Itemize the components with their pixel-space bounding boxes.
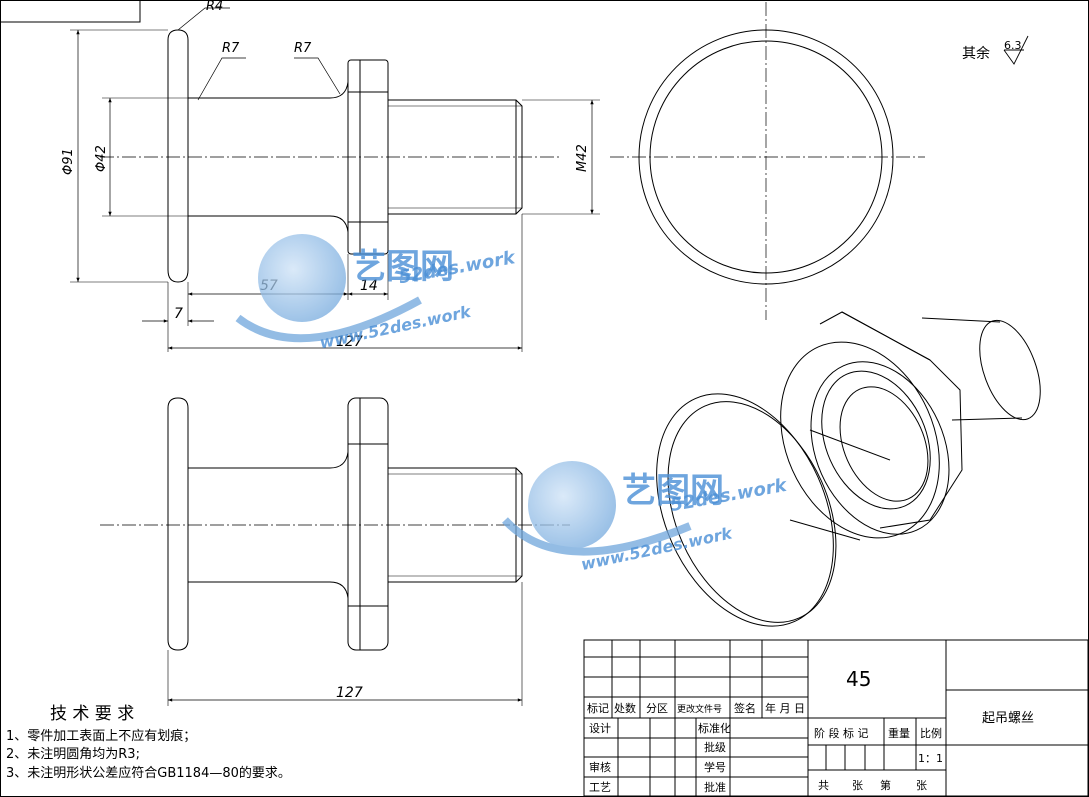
rev-header-sign: 签名 xyxy=(734,701,756,715)
dim-14: 14 xyxy=(360,278,378,294)
note-3: 3、未注明形状公差应符合GB1184—80的要求。 xyxy=(6,765,291,781)
scale-header: 比例 xyxy=(920,726,942,740)
rev-header-date: 年 月 日 xyxy=(765,701,805,715)
front-view xyxy=(70,7,600,352)
dim-127-bottom: 127 xyxy=(336,685,363,701)
dim-7: 7 xyxy=(174,306,183,322)
corner-box xyxy=(0,0,141,23)
neck-bottom xyxy=(188,215,349,233)
rev-header-zone: 分区 xyxy=(646,702,668,715)
bottom-view xyxy=(100,397,570,706)
part-name: 起吊螺丝 xyxy=(982,711,1034,726)
watermark-top xyxy=(235,234,422,343)
role-batch: 批级 xyxy=(704,740,726,754)
globe-icon xyxy=(528,461,616,549)
title-block xyxy=(583,639,1089,797)
watermark-brand-bottom: 艺图网 xyxy=(622,471,724,511)
dim-127-top: 127 xyxy=(336,334,363,350)
watermark-bottom xyxy=(502,461,692,556)
scale-value: 1：1 xyxy=(918,752,943,765)
material-value: 45 xyxy=(846,667,871,691)
role-design: 设计 xyxy=(589,722,611,735)
rev-header-docno: 更改文件号 xyxy=(677,703,722,715)
role-review: 审核 xyxy=(589,760,611,774)
dim-r7-right: R7 xyxy=(294,41,312,56)
dim-r4: R4 xyxy=(206,0,223,14)
notes-title: 技 术 要 求 xyxy=(50,704,134,724)
sheet-total-unit: 张 xyxy=(852,779,863,792)
dim-m42: M42 xyxy=(575,144,590,172)
note-2: 2、未注明圆角均为R3; xyxy=(6,747,140,762)
weight-header: 重量 xyxy=(888,726,910,740)
stage-header: 阶 段 标 记 xyxy=(814,726,869,740)
role-student-no: 学号 xyxy=(704,760,726,774)
role-approve: 批准 xyxy=(704,780,726,794)
role-standard: 标准化 xyxy=(698,721,731,735)
globe-icon xyxy=(258,234,346,322)
roughness-symbol xyxy=(1003,35,1029,65)
role-process: 工艺 xyxy=(589,781,611,794)
sheet-total-label: 共 xyxy=(818,779,829,792)
roughness-value: 6.3 xyxy=(1004,39,1022,52)
isometric-view xyxy=(656,311,1041,627)
sheet-num-label: 第 xyxy=(880,778,891,792)
rev-header-count: 处数 xyxy=(614,702,636,715)
dim-d91: Φ91 xyxy=(61,148,76,175)
dim-d42: Φ42 xyxy=(94,145,109,172)
sheet-num-unit: 张 xyxy=(916,779,927,792)
watermark-brand-top: 艺图网 xyxy=(352,247,454,287)
note-1: 1、零件加工表面上不应有划痕； xyxy=(6,728,196,744)
head-disk xyxy=(167,29,189,283)
dim-r7-left: R7 xyxy=(222,41,240,56)
rev-header-mark: 标记 xyxy=(587,701,609,715)
roughness-label: 其余 xyxy=(962,45,990,62)
neck-top xyxy=(188,81,349,99)
side-view xyxy=(610,2,925,320)
